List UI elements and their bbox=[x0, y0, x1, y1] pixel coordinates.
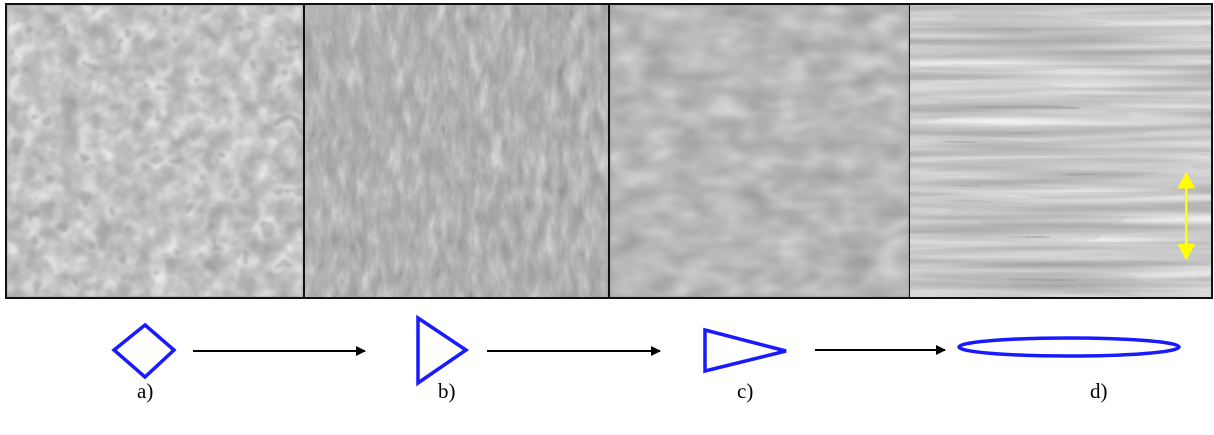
panel-d-image bbox=[909, 3, 1213, 299]
panel-c-image bbox=[608, 3, 911, 299]
panel-a-label: a) bbox=[137, 379, 154, 403]
triangle-shape-icon bbox=[416, 314, 470, 387]
shape-evolution-diagram bbox=[111, 314, 1181, 387]
panel-d-label: d) bbox=[1090, 379, 1108, 403]
ellipse-shape-icon bbox=[957, 336, 1181, 358]
double-headed-arrow-icon bbox=[1177, 171, 1196, 261]
elongated-triangle-shape-icon bbox=[703, 327, 787, 374]
panel-b-image bbox=[303, 3, 610, 299]
diamond-shape-icon bbox=[111, 322, 177, 380]
panel-a-image bbox=[5, 3, 305, 299]
panel-c-label: c) bbox=[737, 379, 754, 403]
panel-b-label: b) bbox=[438, 379, 456, 403]
